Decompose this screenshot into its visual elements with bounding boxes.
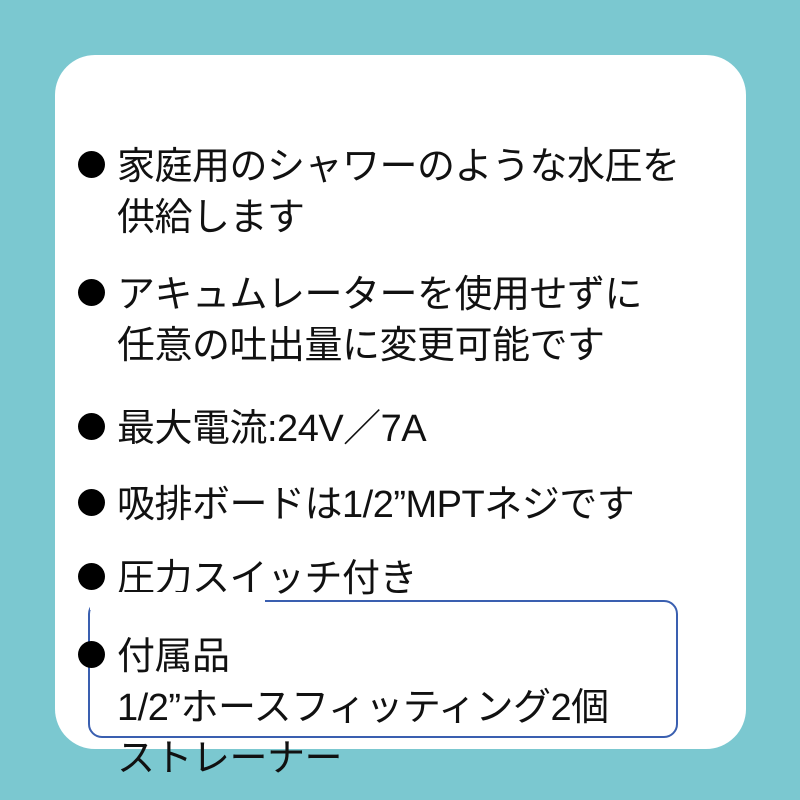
accessory-callout-label-mask <box>90 592 265 610</box>
list-item: 家庭用のシャワーのような水圧を 供給します <box>78 142 680 244</box>
list-item: 吸排ボードは1/2”MPTネジです <box>78 480 635 531</box>
accessory-callout-box <box>88 600 678 738</box>
bullet-dot-icon <box>78 279 105 306</box>
list-item: 最大電流:24V／7A <box>78 404 427 455</box>
spec-bullet-list: 家庭用のシャワーのような水圧を 供給します アキュムレーターを使用せずに 任意の… <box>55 55 746 780</box>
bullet-dot-icon <box>78 641 105 668</box>
bullet-dot-icon <box>78 489 105 516</box>
bullet-dot-icon <box>78 563 105 590</box>
list-item-accessories: 付属品 1/2”ホースフィッティング2個 ストレーナー <box>78 632 609 785</box>
accessories-text: 付属品 1/2”ホースフィッティング2個 ストレーナー <box>117 636 609 780</box>
spec-item-text: 家庭用のシャワーのような水圧を 供給します <box>117 146 680 239</box>
spec-card: 家庭用のシャワーのような水圧を 供給します アキュムレーターを使用せずに 任意の… <box>55 55 746 780</box>
spec-item-text: 最大電流:24V／7A <box>117 408 427 450</box>
bullet-dot-icon <box>78 151 105 178</box>
spec-item-text: アキュムレーターを使用せずに 任意の吐出量に変更可能です <box>117 274 643 367</box>
list-item: アキュムレーターを使用せずに 任意の吐出量に変更可能です <box>78 270 643 372</box>
spec-item-text: 吸排ボードは1/2”MPTネジです <box>117 484 635 526</box>
bullet-dot-icon <box>78 413 105 440</box>
